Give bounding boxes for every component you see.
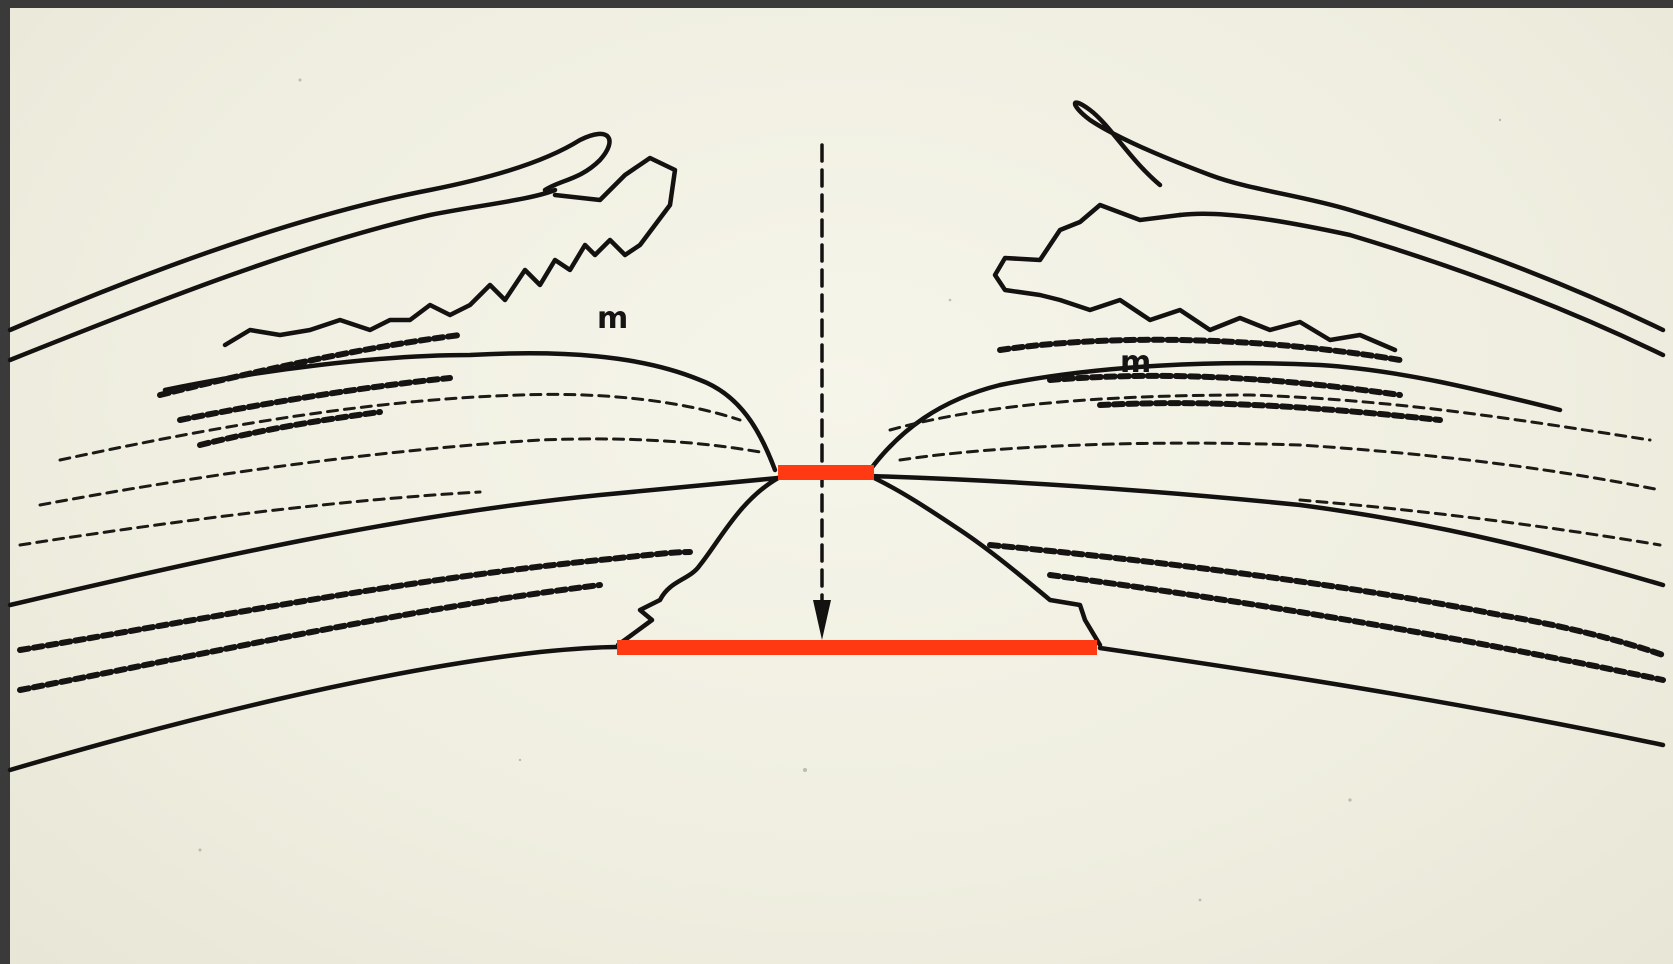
right-pigment-band-upper bbox=[1000, 340, 1440, 420]
left-m-label: m bbox=[597, 301, 628, 336]
right-lower-edge bbox=[870, 476, 1100, 645]
left-tissue-flap: m bbox=[10, 134, 778, 770]
right-m-label: m bbox=[1120, 345, 1151, 380]
right-jagged-membrane bbox=[995, 205, 1395, 350]
left-bottom-curve bbox=[10, 647, 618, 770]
paper-specks bbox=[199, 79, 1502, 902]
dashed-down-arrow bbox=[813, 145, 831, 640]
left-dome-cells-row1 bbox=[60, 394, 740, 460]
upper-red-bar bbox=[778, 465, 874, 480]
left-pigment-band-lower bbox=[20, 552, 690, 690]
left-pigment-band-upper bbox=[160, 335, 460, 445]
left-outer-layer-top bbox=[10, 134, 610, 330]
left-lower-edge bbox=[618, 478, 778, 645]
right-main-membrane bbox=[870, 476, 1663, 585]
left-dome-cells-row2 bbox=[40, 439, 760, 505]
arrow-head-icon bbox=[813, 600, 831, 640]
lower-red-bar bbox=[617, 640, 1097, 655]
right-dome-outline bbox=[870, 363, 1560, 470]
right-pigment-band-lower bbox=[990, 545, 1663, 680]
